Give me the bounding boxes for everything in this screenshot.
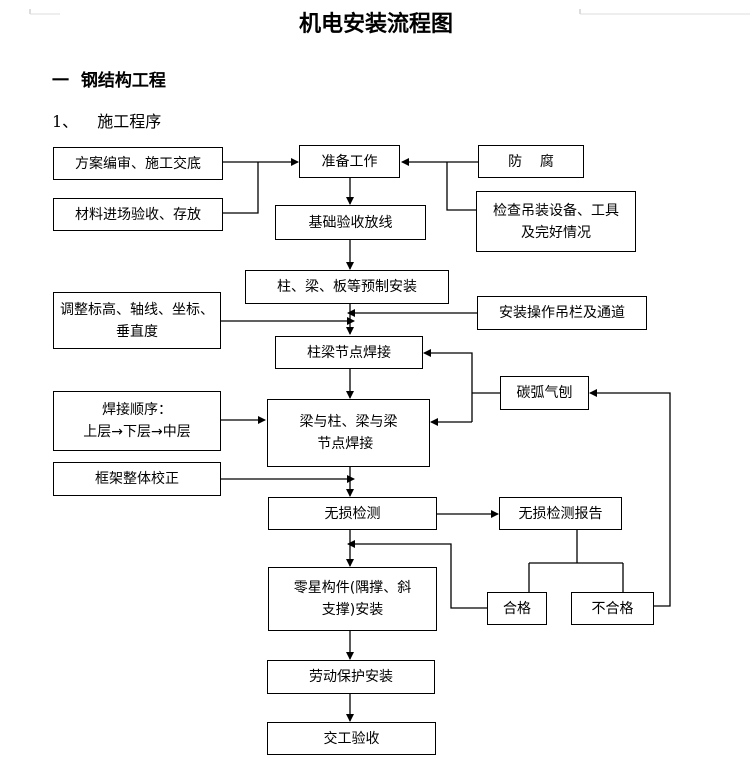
label-plan-briefing: 方案编审、施工交底 bbox=[75, 155, 201, 172]
box-anticorrosion: 防 腐 bbox=[478, 145, 584, 178]
arrow-carbon-to-node-welding bbox=[423, 349, 473, 422]
label-carbon-arc: 碳弧气刨 bbox=[516, 385, 573, 401]
box-plan-briefing: 方案编审、施工交底 bbox=[53, 147, 223, 180]
box-handover: 交工验收 bbox=[267, 722, 436, 755]
label-ndt: 无损检测 bbox=[324, 505, 381, 522]
subsection-text: 施工程序 bbox=[97, 112, 162, 131]
subsection-heading: 1、 施工程序 bbox=[52, 108, 175, 132]
box-carbon-arc: 碳弧气刨 bbox=[500, 376, 589, 410]
box-precast-install: 柱、梁、板等预制安装 bbox=[245, 270, 449, 304]
label-handover: 交工验收 bbox=[323, 730, 380, 747]
box-safety-rail: 安装操作吊栏及通道 bbox=[477, 296, 647, 330]
page-edge-marks bbox=[0, 0, 752, 15]
label-prep-work: 准备工作 bbox=[321, 153, 378, 170]
label-anticorrosion: 防 腐 bbox=[508, 153, 554, 170]
label-ndt-report: 无损检测报告 bbox=[518, 505, 603, 522]
page-title: 机电安装流程图 bbox=[298, 11, 453, 37]
box-fail: 不合格 bbox=[571, 592, 654, 625]
section-heading: 一 钢结构工程 bbox=[52, 66, 166, 91]
box-material-acceptance: 材料进场验收、存放 bbox=[53, 198, 223, 231]
box-prep-work: 准备工作 bbox=[299, 145, 400, 178]
label-material-acceptance: 材料进场验收、存放 bbox=[75, 206, 201, 223]
label-weld-order: 焊接顺序： 上层→下层→中层 bbox=[83, 402, 191, 440]
box-adjust-alignment: 调整标高、轴线、坐标、 垂直度 bbox=[53, 292, 221, 349]
box-node-welding: 柱梁节点焊接 bbox=[275, 336, 423, 369]
label-fail: 不合格 bbox=[591, 600, 634, 617]
box-frame-correction: 框架整体校正 bbox=[53, 462, 221, 496]
box-labor-protection: 劳动保护安装 bbox=[267, 660, 435, 694]
box-check-equipment: 检查吊装设备、工具 及完好情况 bbox=[476, 191, 636, 252]
label-check-equipment: 检查吊装设备、工具 及完好情况 bbox=[493, 202, 619, 241]
section-text: 钢结构工程 bbox=[80, 71, 166, 91]
label-precast-install: 柱、梁、板等预制安装 bbox=[277, 279, 417, 295]
box-pass: 合格 bbox=[487, 592, 547, 625]
arrow-fail-to-carbon bbox=[589, 389, 671, 607]
line-check-equipment bbox=[446, 162, 476, 211]
box-ndt-report: 无损检测报告 bbox=[499, 497, 622, 530]
label-misc-members: 零星构件(隅撑、斜 支撑)安装 bbox=[293, 580, 412, 618]
label-pass: 合格 bbox=[503, 600, 531, 617]
label-foundation-layout: 基础验收放线 bbox=[308, 214, 393, 231]
box-beam-column-welding: 梁与柱、梁与梁 节点焊接 bbox=[267, 399, 430, 467]
label-beam-column-welding: 梁与柱、梁与梁 节点焊接 bbox=[299, 414, 398, 452]
box-misc-members: 零星构件(隅撑、斜 支撑)安装 bbox=[268, 567, 437, 631]
label-safety-rail: 安装操作吊栏及通道 bbox=[499, 305, 625, 321]
box-foundation-layout: 基础验收放线 bbox=[275, 205, 426, 240]
label-labor-protection: 劳动保护安装 bbox=[309, 669, 393, 685]
subsection-number: 1、 bbox=[52, 112, 79, 131]
arrow-pass-to-misc bbox=[347, 540, 487, 609]
label-node-welding: 柱梁节点焊接 bbox=[307, 344, 391, 361]
box-weld-order: 焊接顺序： 上层→下层→中层 bbox=[53, 391, 221, 451]
label-frame-correction: 框架整体校正 bbox=[95, 471, 179, 487]
arrow-material-to-prep bbox=[223, 162, 259, 214]
label-adjust-alignment: 调整标高、轴线、坐标、 垂直度 bbox=[60, 301, 214, 340]
section-number: 一 bbox=[52, 71, 69, 91]
box-ndt: 无损检测 bbox=[268, 497, 437, 530]
